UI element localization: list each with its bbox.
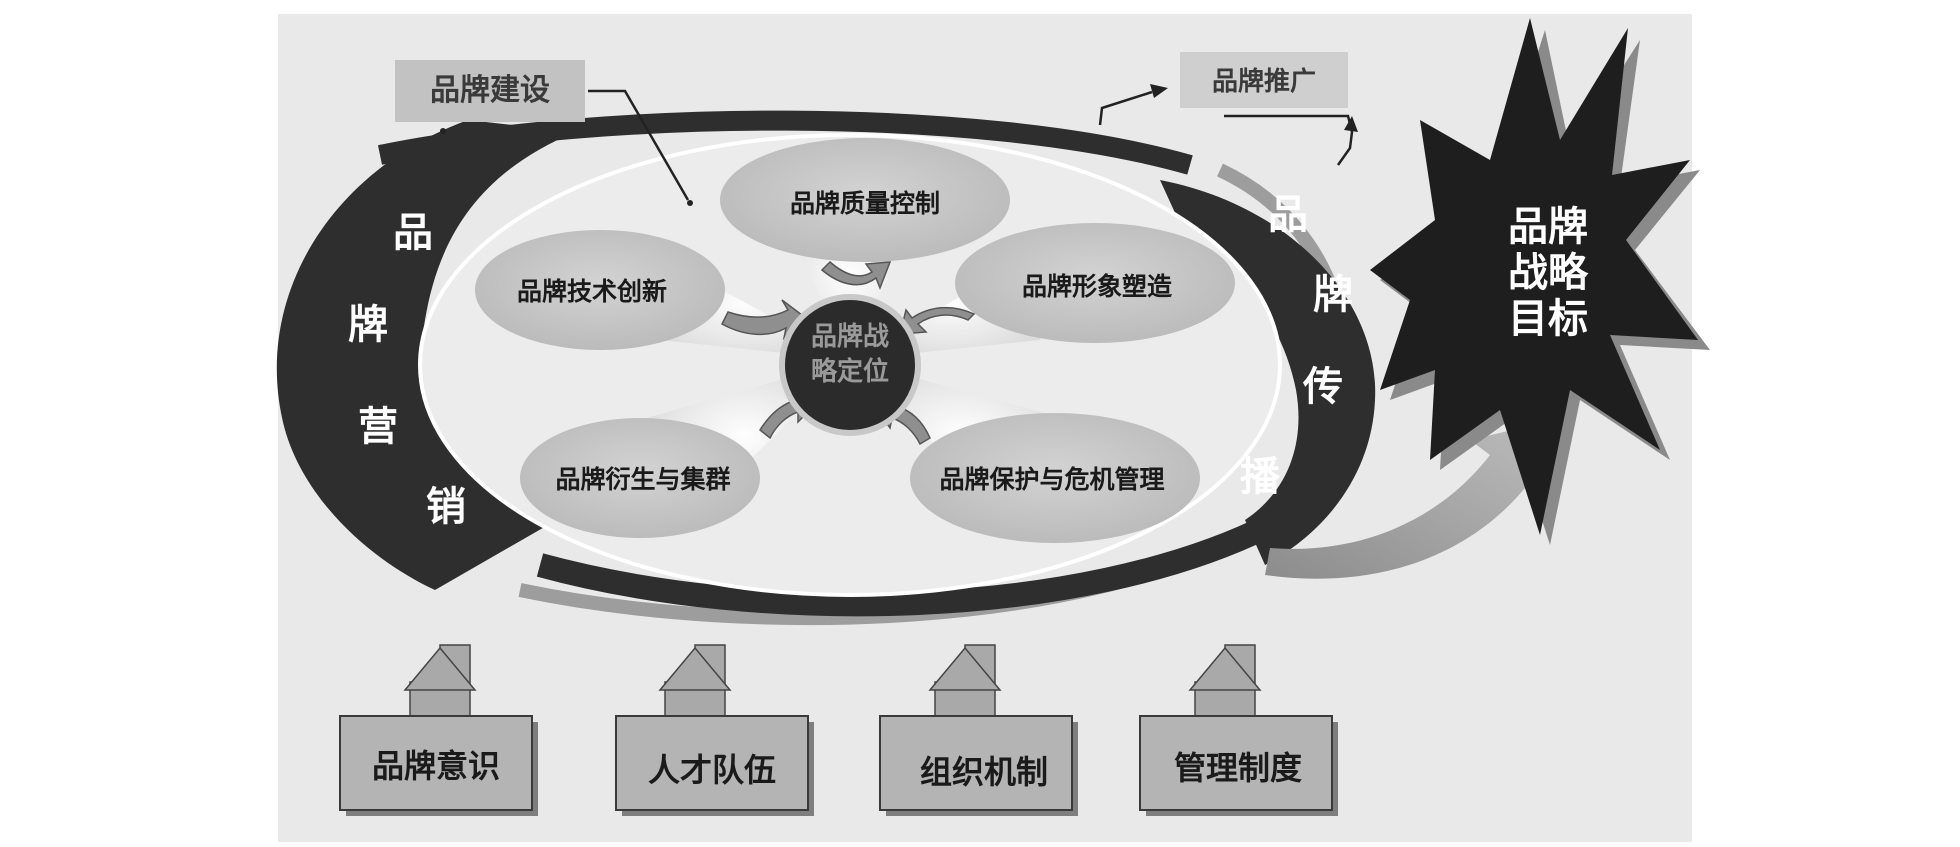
construction-label: 品牌建设 <box>430 73 550 108</box>
foundation-label: 管理制度 <box>1174 749 1302 787</box>
up-arrow-icon <box>658 646 732 691</box>
petal-technology <box>475 230 725 350</box>
promotion-connector-2 <box>1224 114 1354 166</box>
promotion-label: 品牌推广 <box>1212 66 1316 97</box>
curved-arrow-icon <box>721 299 808 341</box>
arrowhead-icon <box>1150 84 1168 98</box>
foundation-label: 组织机制 <box>920 753 1048 791</box>
foundation-label: 品牌意识 <box>372 747 500 785</box>
band-char: 传 <box>1302 363 1343 410</box>
petal-derivative-label: 品牌衍生与集群 <box>555 465 730 494</box>
band-char: 品 <box>1268 191 1308 238</box>
curved-arrow-icon <box>899 306 976 335</box>
petal-quality <box>720 138 1010 262</box>
communication-band <box>1160 180 1376 565</box>
petal-protection <box>910 413 1200 543</box>
band-char: 品 <box>393 209 433 256</box>
petal-image <box>955 223 1235 343</box>
band-char: 牌 <box>1313 271 1353 318</box>
petal-protection-label: 品牌保护与危机管理 <box>939 465 1164 494</box>
band-char: 销 <box>426 483 466 530</box>
petal-image-label: 品牌形象塑造 <box>1022 272 1172 301</box>
foundation-label: 人才队伍 <box>648 751 776 789</box>
construction-connector <box>588 89 690 201</box>
promotion-label-box <box>1180 52 1348 108</box>
petal-quality-label: 品牌质量控制 <box>790 189 940 218</box>
goal-line: 目标 <box>1508 295 1588 342</box>
band-char: 营 <box>358 403 398 450</box>
band-char: 牌 <box>348 301 388 348</box>
construction-label-box <box>395 60 585 122</box>
up-arrow-icon <box>1188 646 1262 691</box>
petal-technology-label: 品牌技术创新 <box>517 277 667 306</box>
petal-derivative <box>520 418 760 538</box>
foundation-arrows <box>403 644 1262 726</box>
goal-line: 品牌 <box>1508 203 1588 250</box>
marketing-band <box>276 120 575 590</box>
curved-arrow-icon <box>820 260 892 291</box>
center-line: 品牌战 <box>811 321 889 352</box>
goal-line: 战略 <box>1508 249 1589 296</box>
arrowhead-icon <box>1344 116 1358 132</box>
goal-starburst <box>1370 18 1698 535</box>
band-char: 播 <box>1240 453 1281 500</box>
connector-dot <box>687 200 693 206</box>
up-arrow-icon <box>928 646 1002 691</box>
up-arrow-icon <box>403 646 477 691</box>
center-circle <box>779 294 921 436</box>
connector-dot <box>440 128 446 134</box>
band-bottom <box>536 514 1276 617</box>
center-line: 略定位 <box>811 356 889 387</box>
foundation-boxes <box>339 715 1338 816</box>
promotion-connector <box>1098 90 1153 126</box>
